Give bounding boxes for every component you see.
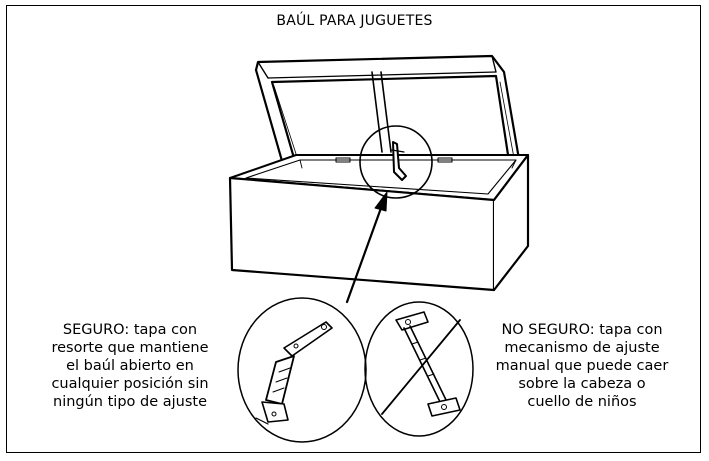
safe-caption-line: ningún tipo de ajuste — [53, 394, 207, 410]
unsafe-caption-line: mecanismo de ajuste — [504, 340, 660, 356]
safe-caption-line: SEGURO: tapa con — [62, 322, 198, 338]
unsafe-caption-line: NO SEGURO: tapa con — [501, 322, 663, 338]
unsafe-caption-line: manual que puede caer — [495, 358, 669, 374]
unsafe-caption-line: cuello de niños — [527, 394, 637, 410]
unsafe-caption-line: sobre la cabeza o — [518, 376, 646, 392]
chest-lid — [254, 54, 522, 170]
safe-caption-line: el baúl abierto en — [66, 358, 194, 374]
hinge-detail — [391, 141, 407, 181]
pointer-arrow — [345, 191, 388, 304]
safe-hinge-detail — [237, 297, 367, 443]
unsafe-caption: NO SEGURO: tapa con mecanismo de ajuste … — [466, 321, 698, 411]
unsafe-hinge-detail — [364, 301, 474, 437]
magnifier-circle — [359, 125, 433, 199]
figure-title: BAÚL PARA JUGUETES — [276, 13, 433, 29]
chest-box — [228, 153, 530, 292]
safe-caption: SEGURO: tapa con resorte que mantiene el… — [14, 321, 246, 411]
safe-caption-line: cualquier posición sin — [51, 376, 209, 392]
safe-caption-line: resorte que mantiene — [51, 340, 209, 356]
